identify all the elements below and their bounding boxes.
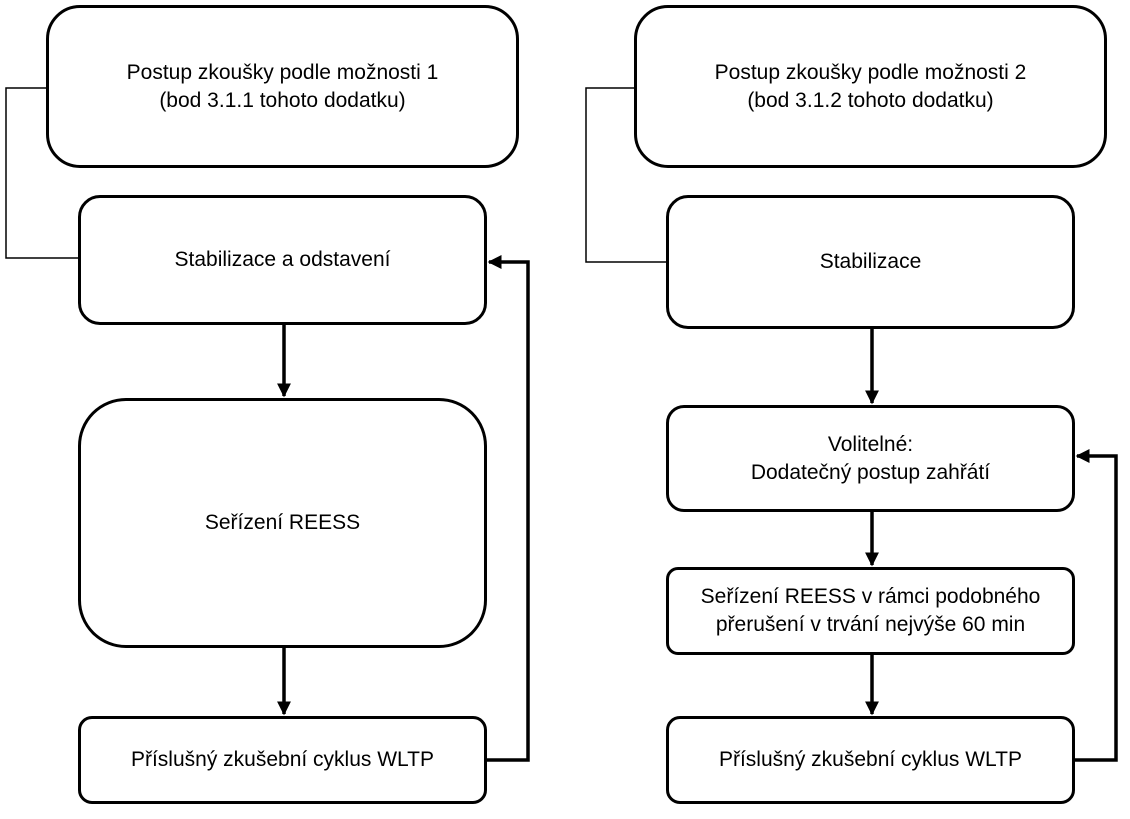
left-side-bracket (5, 87, 78, 259)
stabilization-and-soak-box: Stabilizace a odstavení (78, 195, 487, 325)
stabilization-box: Stabilizace (666, 195, 1075, 329)
arrow-cycle-loop-back-right (1075, 449, 1118, 762)
box-text-line: Postup zkoušky podle možnosti 2 (714, 60, 1027, 84)
wltp-cycle-box-right: Příslušný zkušební cyklus WLTP (666, 716, 1075, 804)
option-1-start-box: Postup zkoušky podle možnosti 1 (bod 3.1… (46, 5, 519, 168)
right-side-bracket (585, 87, 666, 263)
box-text-line: (bod 3.1.1 tohoto dodatku) (159, 88, 406, 112)
box-text-line: Stabilizace a odstavení (174, 248, 391, 271)
box-text-line: Příslušný zkušební cyklus WLTP (718, 748, 1023, 771)
box-text-line: Příslušný zkušební cyklus WLTP (130, 748, 435, 771)
box-text-line: Postup zkoušky podle možnosti 1 (126, 60, 439, 84)
option-2-start-box: Postup zkoušky podle možnosti 2 (bod 3.1… (634, 5, 1107, 168)
box-text-line: Dodatečný postup zahřátí (750, 460, 991, 484)
optional-warmup-box: Volitelné: Dodatečný postup zahřátí (666, 405, 1075, 512)
reess-adjustment-box: Seřízení REESS (78, 398, 487, 648)
box-text-line: (bod 3.1.2 tohoto dodatku) (747, 88, 994, 112)
arrow-cycle-loop-back-left (487, 255, 530, 762)
box-text-line: přerušení v trvání nejvýše 60 min (715, 613, 1026, 636)
wltp-cycle-box-left: Příslušný zkušební cyklus WLTP (78, 716, 487, 804)
box-text-line: Volitelné: (827, 432, 914, 456)
box-text-line: Stabilizace (819, 250, 922, 273)
reess-adjustment-interruption-box: Seřízení REESS v rámci podobného přeruše… (666, 567, 1075, 655)
box-text-line: Seřízení REESS v rámci podobného (700, 585, 1041, 608)
box-text-line: Seřízení REESS (204, 511, 361, 534)
